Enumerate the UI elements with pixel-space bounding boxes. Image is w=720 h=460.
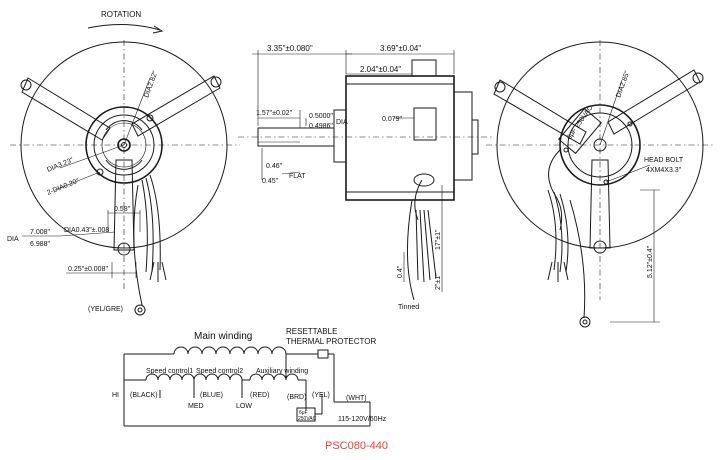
dim-512-label: 5.12"±0.4" [647, 245, 654, 278]
dim-2-label: 2"±1" [435, 273, 442, 290]
cap-label: 6μF [299, 410, 308, 416]
brd-label: (BRD) [287, 394, 306, 401]
model-label: PSC080-440 [325, 440, 388, 452]
dim-025-label: 0.25"±0.008" [68, 266, 108, 273]
med-label: MED [188, 403, 204, 410]
dim-204-label: 2.04"±0.04" [360, 65, 401, 74]
dia-left-label: DIA [7, 236, 19, 243]
black-label: (BLACK) [130, 392, 158, 399]
dim-045-label: 0.45" [262, 178, 279, 185]
dim-04-label: 0.4" [397, 265, 404, 278]
speed2-label: Speed control2 [196, 368, 243, 375]
supply-label: 115-120V/60Hz [338, 416, 387, 423]
red-label: (RED) [250, 392, 269, 399]
dim-046-label: 0.46" [266, 163, 283, 170]
wht-label: (WHT) [346, 395, 367, 402]
protector-line2: THERMAL PROTECTOR [286, 337, 376, 346]
dim-05000-label: 0.5000" [309, 113, 333, 120]
dim-157-label: 1.57"±0.02" [256, 110, 293, 117]
protector-line1: RESETTABLE [286, 327, 337, 336]
dim-17-label: 17"±1" [435, 229, 442, 250]
left-end-view: ROTATION DIA2.82" DIA3 [7, 10, 240, 316]
main-winding-label: Main winding [194, 331, 252, 342]
head-bolt-spec-label: 4XM4X3.3" [646, 167, 682, 174]
hole-label: 2-DIA0.20" [46, 177, 81, 196]
dim-335-label: 3.35"±0.080" [267, 44, 313, 53]
right-end-view: 6μF 250VAC DIA2.85" HEAD BOLT 4XM4X3.3" … [486, 40, 715, 328]
speed1-label: Speed control1 [146, 368, 193, 375]
dia282-label: DIA2.82" [143, 70, 159, 99]
dia323-label: DIA3.23" [46, 157, 75, 174]
yel-gre-label: (YEL/GRE) [88, 306, 123, 313]
head-bolt-label: HEAD BOLT [644, 157, 684, 164]
flat-label: FLAT [289, 173, 306, 180]
cap-v-label: 250VAC [298, 416, 317, 422]
dia-shaft-label: DIA [336, 119, 348, 126]
blue-label: (BLUE) [200, 392, 223, 399]
dim-6988-label: 6.988" [30, 241, 51, 248]
dia285-label: DIA2.85" [615, 70, 631, 99]
dia043-label: DIA0.43"±.008 [64, 227, 109, 234]
wiring-diagram: Main winding RESETTABLE THERMAL PROTECTO… [112, 327, 387, 427]
rotation-label: ROTATION [101, 10, 141, 19]
dim-04986-label: 0.4986" [309, 123, 333, 130]
yel-label: (YEL) [312, 392, 330, 399]
hi-label: HI [112, 392, 119, 399]
side-view: 3.35"±0.080" 3.69"±0.04" 2.04"±0.04" 1.5… [238, 44, 492, 311]
dim-369-label: 3.69"±0.04" [380, 44, 421, 53]
low-label: LOW [236, 403, 252, 410]
tinned-label: Tinned [398, 304, 419, 311]
dim-0079-label: 0.079" [382, 116, 403, 123]
aux-label: Auxiliary winding [256, 368, 308, 375]
dim-058-label: 0.58" [114, 206, 131, 213]
dim-7008-label: 7.008" [30, 229, 51, 236]
